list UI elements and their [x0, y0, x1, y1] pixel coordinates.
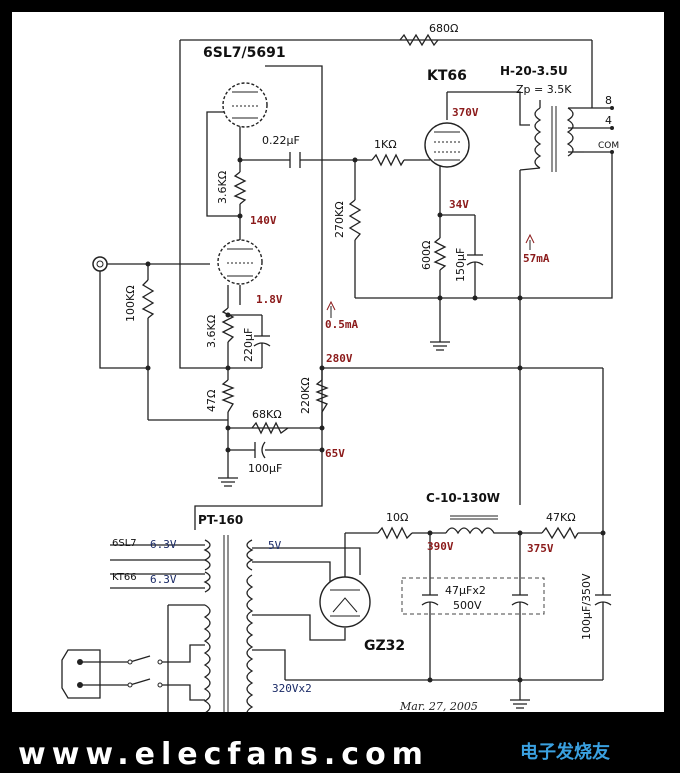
ot-model: H-20-3.5U [500, 64, 568, 78]
tube-6sl7-lower [217, 239, 263, 285]
label-r-10: 10Ω [386, 511, 408, 524]
label-r-3k6-lower: 3.6KΩ [205, 315, 218, 348]
label-r-47: 47Ω [205, 390, 218, 412]
v-kt66-cathode: 34V [449, 198, 469, 211]
r-680-feedback [399, 33, 439, 47]
choke [445, 515, 500, 535]
pt-hv-secondary: 320Vx2 [272, 682, 312, 695]
wiring [80, 39, 613, 721]
label-r-100k: 100KΩ [124, 285, 137, 322]
label-c-100u: 100μF [248, 462, 282, 475]
ot-impedance: Zp = 3.5K [516, 83, 572, 96]
label-r-680: 680Ω [429, 22, 458, 35]
v-upper-plate: 140V [250, 214, 277, 227]
pt-model: PT-160 [198, 513, 243, 527]
label-c-0.22u: 0.22μF [262, 134, 300, 147]
ot-tap-4: 4 [605, 114, 612, 127]
label-c-100u-350: 100μF/350V [580, 573, 593, 640]
watermark-band: www.elecfans.com 电子发烧友 [12, 712, 664, 773]
r-100k [141, 279, 155, 319]
r-600 [433, 237, 447, 271]
i-out: 57mA [523, 252, 550, 265]
date-stamp: Mar. 27, 2005 [399, 700, 478, 713]
r-47 [221, 379, 235, 413]
r-1k [371, 153, 405, 167]
current-arrows [326, 233, 535, 318]
label-r-600: 600Ω [420, 241, 433, 270]
watermark-url: www.elecfans.com [18, 737, 429, 772]
grounds [218, 338, 530, 709]
tube-label-6sl7: 6SL7/5691 [203, 45, 286, 61]
r-3k6-lower [221, 307, 235, 343]
filter-cap-box [401, 577, 545, 615]
watermark-brand: 电子发烧友 [520, 741, 610, 763]
pt-heater-kt66: 6.3V [150, 573, 177, 586]
capacitors [253, 152, 612, 615]
r-68k [251, 421, 289, 435]
pt-tap-kt66: KT66 [112, 572, 137, 583]
power-transformer [203, 535, 254, 722]
pt-heater-6sl7: 6.3V [150, 538, 177, 551]
ac-inlet [61, 649, 163, 699]
label-r-270k: 270KΩ [333, 201, 346, 238]
output-transformer [519, 100, 614, 172]
ot-tap-8: 8 [605, 94, 612, 107]
junctions [145, 157, 606, 683]
resistors [141, 33, 579, 540]
v-b-plus-pre: 280V [326, 352, 353, 365]
r-10 [377, 526, 413, 540]
label-c-47u: 47μFx2 [445, 584, 486, 597]
r-220k [315, 379, 329, 413]
choke-model: C-10-130W [426, 491, 500, 505]
v-kt66-plate: 370V [452, 106, 479, 119]
ot-tap-com: COM [598, 141, 619, 151]
v-bias: 65V [325, 447, 345, 460]
v-b-plus: 375V [527, 542, 554, 555]
tube-6sl7-upper [222, 82, 268, 128]
label-r-68k: 68KΩ [252, 408, 282, 421]
i-pre: 0.5mA [325, 318, 358, 331]
tube-label-kt66: KT66 [427, 68, 467, 84]
v-lower-cathode: 1.8V [256, 293, 283, 306]
input-jack [92, 256, 108, 272]
pt-tap-6sl7: 6SL7 [112, 538, 137, 549]
label-r-3k6-upper: 3.6KΩ [216, 171, 229, 204]
label-c-220u: 220μF [242, 328, 255, 362]
r-270k [348, 199, 362, 241]
pt-rect-heater: 5V [268, 539, 282, 552]
label-r-47k: 47KΩ [546, 511, 576, 524]
label-r-220k: 220KΩ [299, 377, 312, 414]
r-47k [541, 526, 579, 540]
tube-gz32 [319, 576, 371, 628]
v-rect-out: 390V [427, 540, 454, 553]
tube-kt66 [424, 122, 470, 168]
label-c-150u: 150μF [454, 248, 467, 282]
tube-label-gz32: GZ32 [364, 638, 405, 654]
r-3k6-upper [233, 171, 247, 205]
label-c-47u-v: 500V [453, 599, 482, 612]
label-r-1k: 1KΩ [374, 138, 397, 151]
